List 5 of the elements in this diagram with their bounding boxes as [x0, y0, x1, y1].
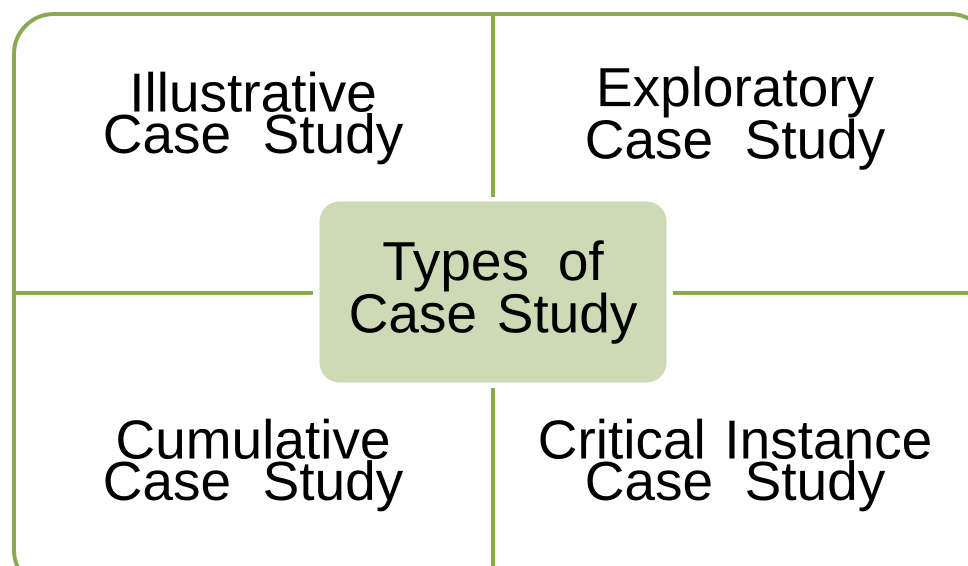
- quadrant-label: Exploratory Case Study: [588, 66, 886, 170]
- center-box: Types of Case Study: [320, 202, 666, 382]
- quadrant-label: Critical Instance Case Study: [540, 418, 930, 512]
- quadrant-label: Illustrative Case Study: [106, 72, 404, 164]
- quadrant-label: Cumulative Case Study: [106, 418, 404, 512]
